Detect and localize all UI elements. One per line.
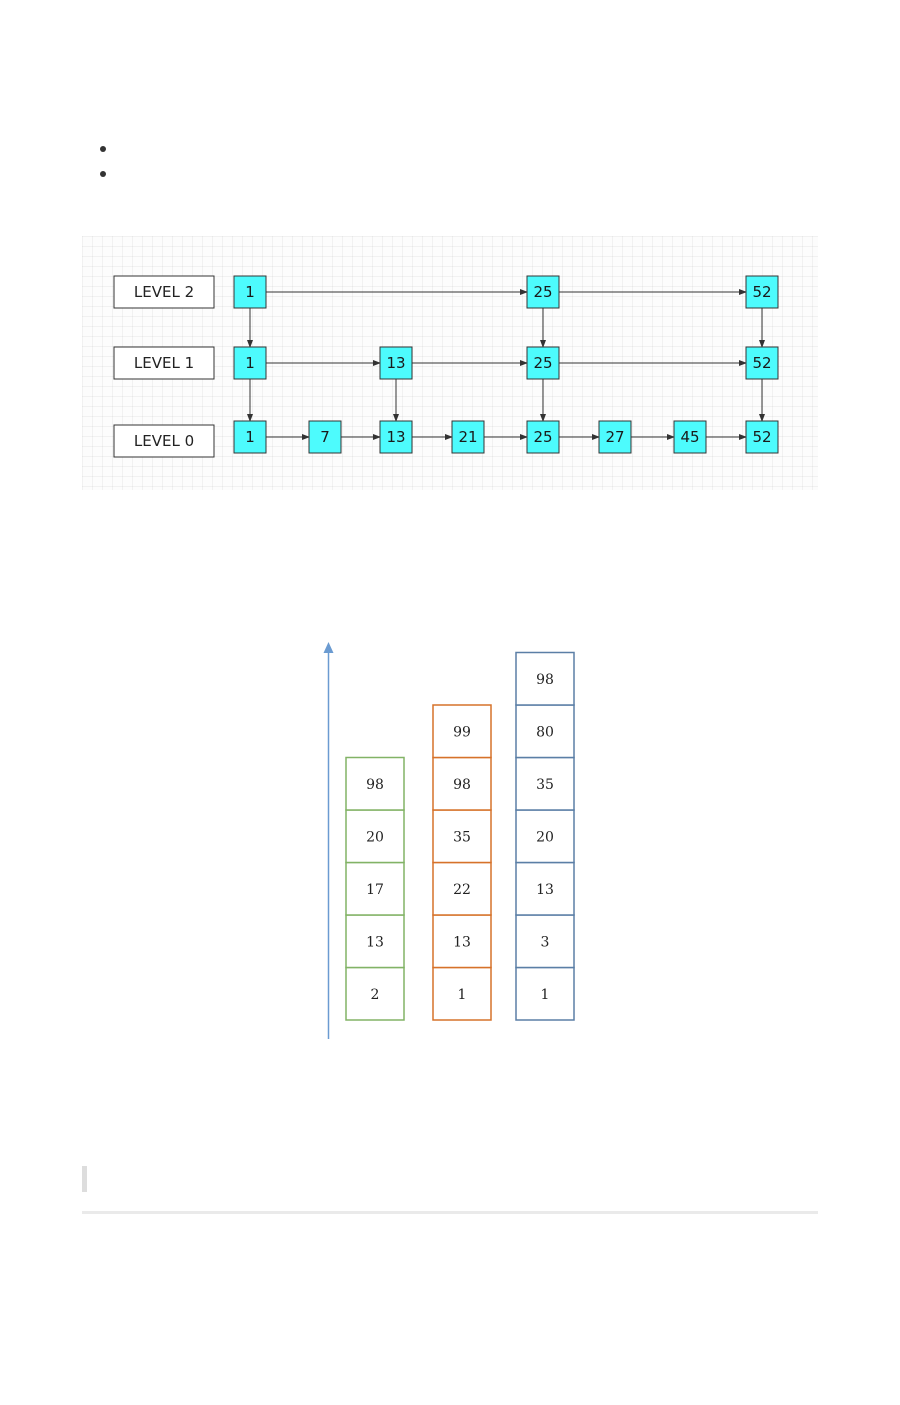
node-value: 7 (320, 428, 330, 446)
stack-cell (432, 861, 492, 916)
stack-cell (515, 966, 575, 1021)
bullet-dot (100, 146, 106, 152)
stack-cell (432, 756, 492, 811)
skip-list-node (745, 420, 779, 454)
node-value: 52 (752, 428, 771, 446)
skip-list-node (233, 420, 267, 454)
stack-cell (345, 756, 405, 811)
stack-cell-value: 35 (536, 777, 554, 793)
level-label-box (113, 424, 215, 458)
node-value: 21 (458, 428, 477, 446)
stack-cell (432, 704, 492, 759)
stack-cell-value: 98 (453, 777, 471, 793)
node-value: 1 (245, 283, 255, 301)
node-value: 13 (386, 354, 405, 372)
stack-cell-value: 13 (366, 934, 384, 950)
node-value: 1 (245, 354, 255, 372)
node-value: 13 (386, 428, 405, 446)
stack-cell (345, 809, 405, 864)
skip-list-node (233, 275, 267, 309)
node-value: 52 (752, 354, 771, 372)
stack-cell-value: 98 (536, 672, 554, 688)
skip-list-node (379, 346, 413, 380)
skip-list-node (526, 420, 560, 454)
skip-list-node (526, 275, 560, 309)
stack-cell-value: 99 (453, 724, 471, 740)
stack-cell (432, 809, 492, 864)
node-value: 45 (680, 428, 699, 446)
skip-list-node (451, 420, 485, 454)
skip-list-diagram: LEVEL 2 LEVEL 1 LEVEL 0 1 25 52 1 13 25 52 1 7 13 21 2… (82, 236, 818, 490)
axis-arrowhead (323, 642, 334, 653)
skip-list-node (308, 420, 342, 454)
node-value: 25 (533, 354, 552, 372)
stack-cell (515, 651, 575, 706)
skip-list-node (379, 420, 413, 454)
stack-cell (432, 914, 492, 969)
skip-list-node (673, 420, 707, 454)
skip-list-node (598, 420, 632, 454)
level-label: LEVEL 2 (134, 283, 194, 301)
stack-cell-value: 2 (371, 987, 380, 1003)
level-label-box (113, 346, 215, 380)
stack-cell-value: 3 (541, 934, 550, 950)
stack-cell (515, 704, 575, 759)
node-value: 52 (752, 283, 771, 301)
stack-cell-value: 35 (453, 829, 471, 845)
level-label: LEVEL 1 (134, 354, 194, 372)
node-value: 25 (533, 283, 552, 301)
stack-cell-value: 13 (453, 934, 471, 950)
skip-list-node (745, 275, 779, 309)
stack-cell-value: 22 (453, 882, 471, 898)
skip-list-node (233, 346, 267, 380)
skip-list-canvas: LEVEL 2 LEVEL 1 LEVEL 0 1 25 52 1 13 25 52 1 7 13 21 2… (113, 275, 779, 458)
node-value: 25 (533, 428, 552, 446)
level-label-box (113, 275, 215, 309)
horizontal-rule (82, 1211, 818, 1214)
blockquote-bar (82, 1166, 87, 1192)
stack-cell-value: 20 (536, 829, 554, 845)
stack-cell-value: 98 (366, 777, 384, 793)
stack-cell-value: 80 (536, 724, 554, 740)
stack-cell-value: 1 (458, 987, 467, 1003)
stack-cell (345, 966, 405, 1021)
stack-cell-value: 17 (366, 882, 384, 898)
bullet-dot (100, 171, 106, 177)
stack-cell (345, 914, 405, 969)
skip-list-node (526, 346, 560, 380)
stack-cell (515, 756, 575, 811)
skip-list-node (745, 346, 779, 380)
stack-cell-value: 13 (536, 882, 554, 898)
stack-cell (515, 861, 575, 916)
node-value: 27 (605, 428, 624, 446)
level-label: LEVEL 0 (134, 432, 194, 450)
stack-cell-value: 1 (541, 987, 550, 1003)
stack-cell-value: 20 (366, 829, 384, 845)
node-value: 1 (245, 428, 255, 446)
stack-cell (432, 966, 492, 1021)
stack-cell (345, 861, 405, 916)
